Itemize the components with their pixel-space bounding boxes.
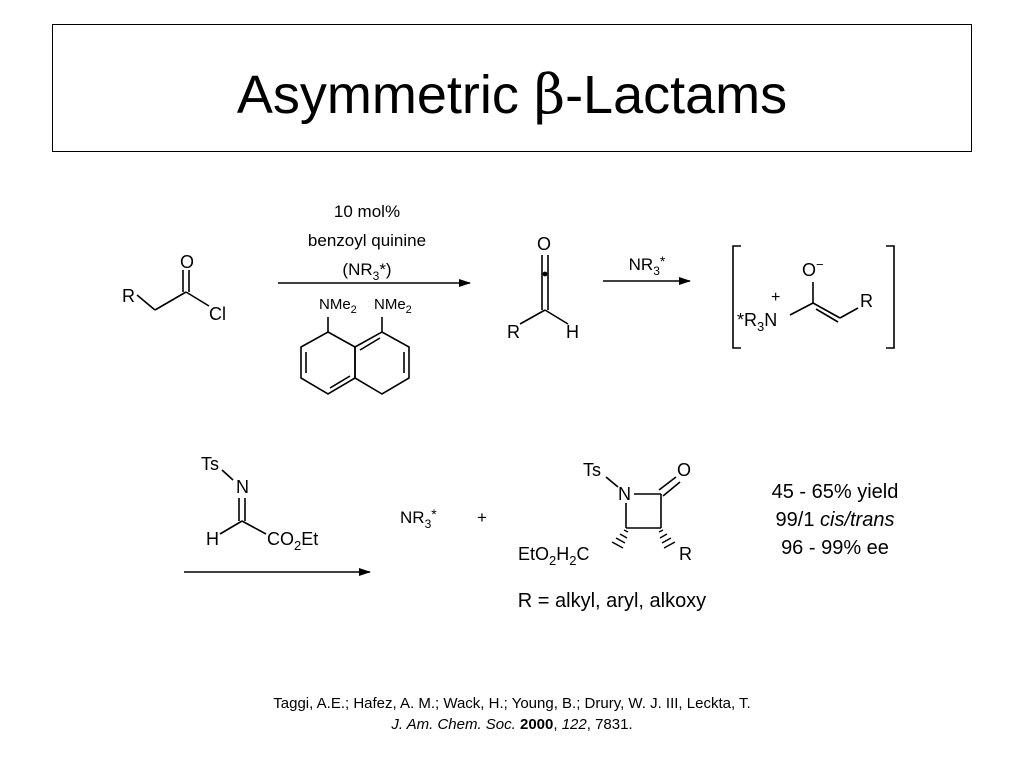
conditions-line-2: benzoyl quinine	[308, 231, 426, 250]
bond	[815, 308, 839, 323]
title-word: Asymmetric	[236, 65, 534, 125]
imine-reagent: Ts N H CO2Et	[201, 454, 318, 553]
bond	[241, 520, 267, 535]
ketene-h-label: H	[566, 322, 579, 342]
title-rest: -Lactams	[565, 65, 788, 125]
plus-sign: +	[477, 508, 487, 527]
results-panel: 45 - 65% yield 99/1 cis/trans 96 - 99% e…	[730, 478, 940, 562]
acid-chloride-o-label: O	[180, 252, 194, 272]
bond	[154, 291, 187, 311]
lactam-n-label: N	[618, 484, 631, 504]
products: NR3* + Ts N O	[400, 460, 706, 612]
ammonium-plus: +	[771, 289, 780, 306]
beta-lactam: Ts N O EtO2H2C R	[518, 460, 692, 568]
slide-title: Asymmetric β-Lactams	[53, 63, 971, 126]
bond	[221, 469, 234, 481]
yield-text: 45 - 65% yield	[771, 481, 899, 503]
imine-ester-label: CO2Et	[267, 529, 318, 553]
lactam-r-label: R	[679, 544, 692, 564]
reference-authors: Taggi, A.E.; Hafez, A. M.; Wack, H.; You…	[273, 695, 751, 712]
left-bracket	[732, 245, 741, 349]
lactam-ts-label: Ts	[583, 460, 601, 480]
reaction-arrow-1: 10 mol% benzoyl quinine (NR3*) NMe2 NMe2	[278, 202, 471, 395]
nme2-right: NMe2	[374, 296, 412, 316]
lactam-o-label: O	[677, 460, 691, 480]
reference: Taggi, A.E.; Hafez, A. M.; Wack, H.; You…	[0, 693, 1024, 735]
ketene-r-label: R	[507, 322, 520, 342]
ee-text: 96 - 99% ee	[781, 537, 889, 559]
enolate-intermediate: O− + *R3N R	[732, 245, 895, 349]
acid-chloride: R O Cl	[122, 252, 226, 324]
bond	[544, 309, 569, 325]
hashed-wedge-right	[658, 529, 676, 549]
enolate-o-label: O−	[802, 257, 824, 280]
acid-chloride-cl-label: Cl	[209, 304, 226, 324]
bond	[662, 481, 681, 497]
reference-citation: J. Am. Chem. Soc. 2000, 122, 7831.	[391, 716, 633, 733]
title-box: Asymmetric β-Lactams	[52, 24, 972, 152]
arrow-2-reagent: NR3*	[629, 253, 666, 278]
bond	[519, 309, 546, 325]
imine-h-label: H	[206, 529, 219, 549]
bond	[136, 294, 156, 311]
byproduct-amine: NR3*	[400, 506, 437, 531]
acid-chloride-r-label: R	[122, 286, 135, 306]
ammonium-label: *R3N	[737, 310, 777, 334]
bond	[605, 476, 619, 488]
imine-ts-label: Ts	[201, 454, 219, 474]
ketene-o-label: O	[537, 234, 551, 254]
imine-n-label: N	[236, 477, 249, 497]
conditions-line-1: 10 mol%	[334, 202, 400, 221]
bond	[789, 302, 814, 316]
right-bracket	[886, 245, 895, 349]
lactam-ester-substituent: EtO2H2C	[518, 544, 589, 568]
enolate-r-label: R	[860, 291, 873, 311]
hashed-wedge-left	[611, 529, 629, 549]
ketene: O R H	[507, 234, 579, 342]
bond	[185, 291, 210, 307]
bond	[219, 520, 243, 535]
title-greek-beta: β	[533, 63, 566, 126]
naphthalene-structure	[300, 317, 410, 395]
diastereoselectivity-text: 99/1 cis/trans	[775, 509, 895, 531]
central-carbon-dot	[542, 271, 548, 277]
bond	[658, 476, 677, 491]
conditions-line-3: (NR3*)	[342, 260, 391, 283]
bond	[812, 302, 841, 319]
reaction-arrow-2: NR3*	[603, 253, 691, 285]
bond	[839, 307, 859, 319]
nme2-left: NMe2	[319, 296, 357, 316]
r-definition: R = alkyl, aryl, alkoxy	[518, 590, 706, 612]
